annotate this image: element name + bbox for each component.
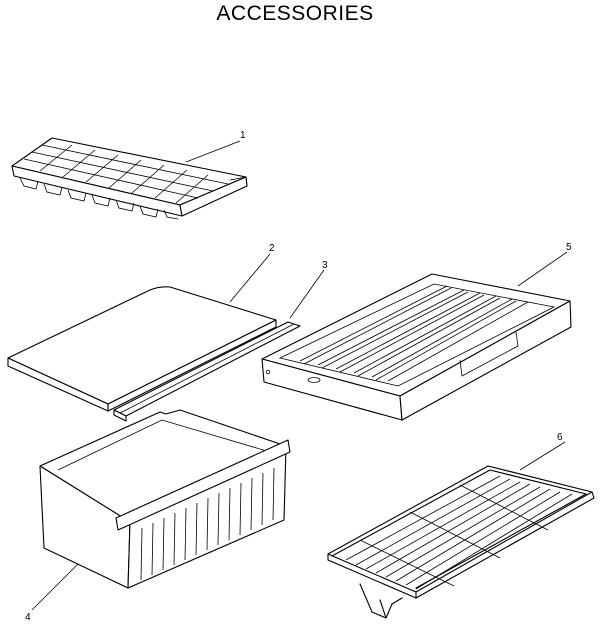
callout-4: 4 — [25, 612, 31, 623]
callout-leaders — [31, 140, 568, 611]
ice-cube-tray — [11, 137, 248, 220]
crisper-cover-frame — [261, 273, 572, 421]
page-title: ACCESSORIES — [216, 2, 374, 25]
shelf-trim — [113, 321, 301, 422]
wire-shelf — [327, 465, 595, 619]
crisper-drawer — [39, 409, 291, 589]
callout-6: 6 — [557, 432, 563, 443]
callout-5: 5 — [566, 242, 572, 253]
callout-2: 2 — [269, 243, 275, 254]
callout-3: 3 — [322, 260, 328, 271]
shelf-glass — [7, 286, 277, 412]
callout-1: 1 — [240, 130, 246, 141]
